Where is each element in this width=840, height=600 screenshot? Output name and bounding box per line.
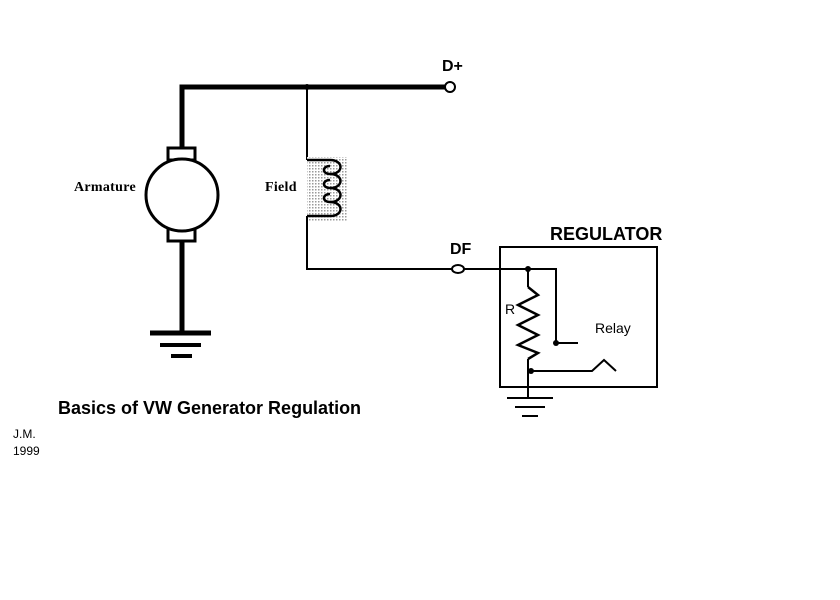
regulator-label: REGULATOR: [550, 224, 662, 244]
relay-contact-wire: [528, 268, 578, 344]
d-plus-label: D+: [442, 58, 463, 75]
regulator-box: [499, 246, 658, 388]
field-coil-icon: [307, 158, 342, 218]
field-label: Field: [265, 180, 297, 195]
d-plus-bus-wire: [179, 84, 446, 152]
df-label: DF: [450, 241, 472, 258]
armature-symbol: [144, 146, 220, 243]
armature-label: Armature: [74, 180, 136, 195]
year-credit: 1999: [13, 444, 40, 458]
d-plus-terminal: [444, 81, 456, 93]
diagram-title: Basics of VW Generator Regulation: [58, 398, 361, 418]
resistor-symbol: [514, 286, 541, 361]
relay-label: Relay: [595, 320, 631, 336]
regulator-ground-icon: [507, 397, 553, 417]
df-terminal: [451, 264, 465, 274]
df-wire: [306, 216, 452, 270]
relay-arm-wire: [531, 358, 617, 372]
author-credit: J.M.: [13, 427, 36, 441]
resistor-label: R: [505, 301, 515, 317]
armature-circle: [144, 157, 220, 233]
armature-ground-icon: [150, 330, 211, 358]
relay-contact-junction: [553, 340, 559, 346]
